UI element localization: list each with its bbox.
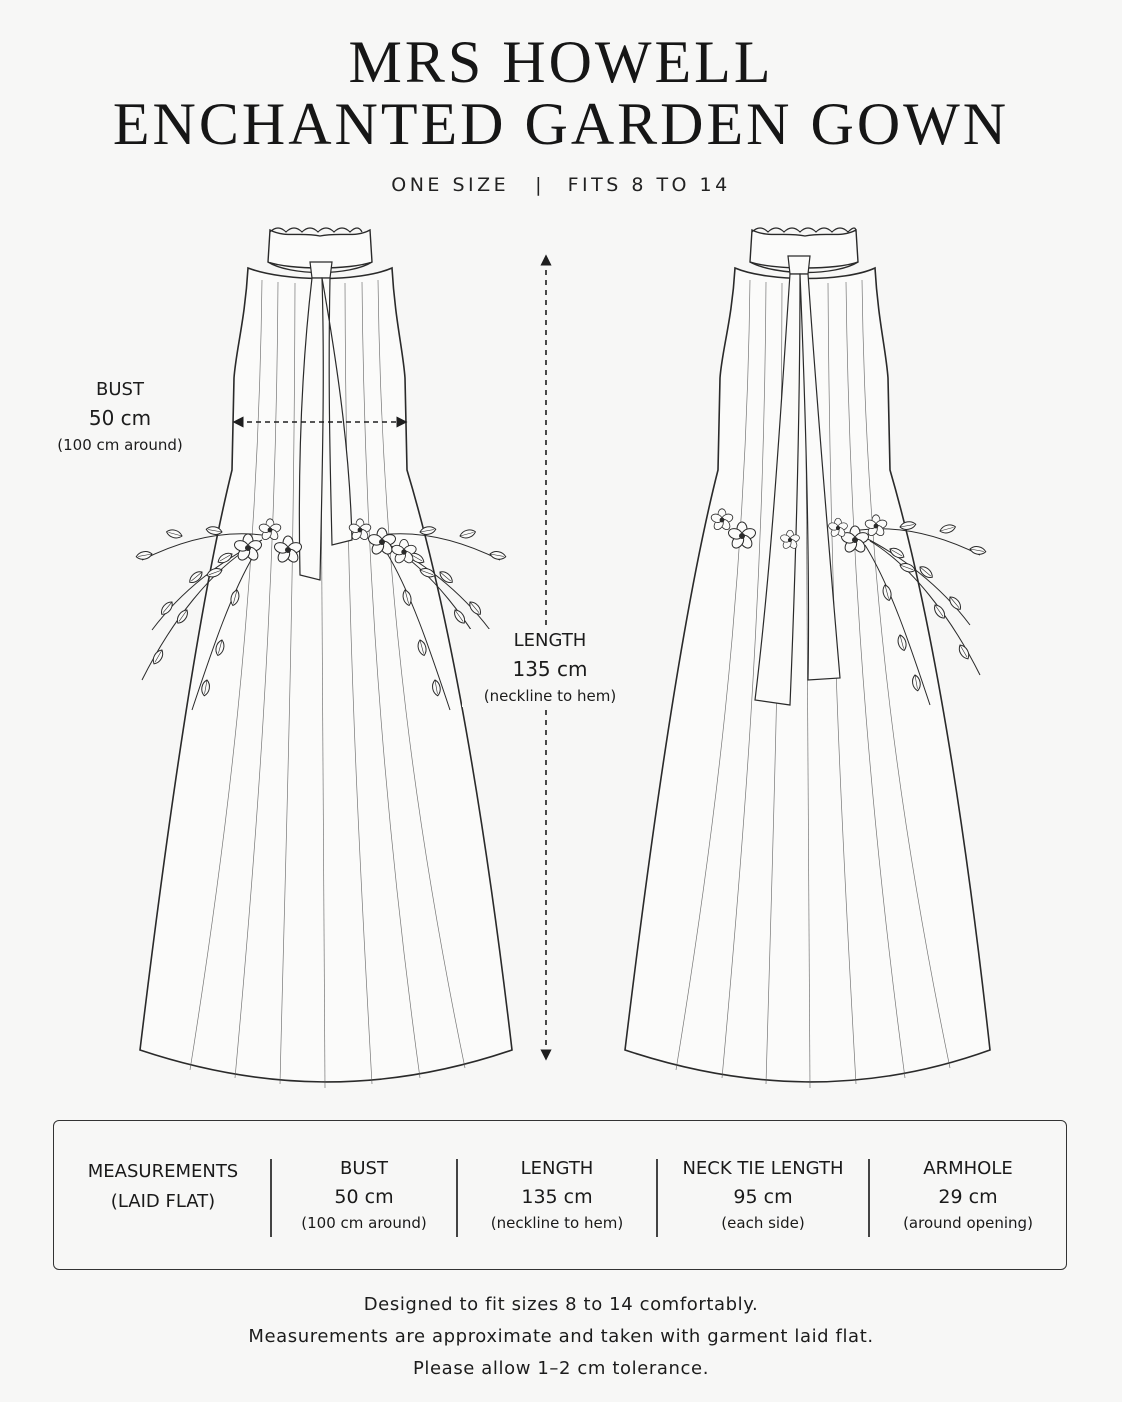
gown-front-drawing <box>136 227 513 1089</box>
table-header-line-2: (LAID FLAT) <box>110 1191 216 1212</box>
table-divider <box>868 1159 870 1237</box>
table-cell-label: NECK TIE LENGTH <box>682 1158 844 1179</box>
table-cell-bust: BUST 50 cm (100 cm around) <box>272 1121 456 1269</box>
table-cell-armhole: ARMHOLE 29 cm (around opening) <box>870 1121 1066 1269</box>
table-cell-note: (100 cm around) <box>301 1214 427 1232</box>
table-header-cell: MEASUREMENTS (LAID FLAT) <box>54 1121 272 1269</box>
table-cell-note: (around opening) <box>903 1214 1033 1232</box>
bust-callout-label: BUST <box>96 379 144 400</box>
gown-illustrations <box>0 227 991 1089</box>
fits-label: FITS 8 TO 14 <box>567 174 731 196</box>
table-divider <box>456 1159 458 1237</box>
table-cell-note: (neckline to hem) <box>490 1214 624 1232</box>
footer-line-2: Measurements are approximate and taken w… <box>248 1326 874 1347</box>
size-label: ONE SIZE <box>391 174 510 196</box>
length-callout-value: 135 cm <box>512 657 588 681</box>
bust-callout-value: 50 cm <box>88 406 152 430</box>
table-cell-value: 135 cm <box>521 1186 593 1208</box>
table-cell-label: LENGTH <box>520 1158 594 1179</box>
table-cell-label: BUST <box>340 1158 388 1179</box>
footer-line-1: Designed to fit sizes 8 to 14 comfortabl… <box>363 1294 759 1315</box>
table-cell-value: 50 cm <box>334 1186 394 1208</box>
measurements-table: MEASUREMENTS (LAID FLAT) BUST 50 cm (100… <box>53 1120 1067 1270</box>
footer-line-3: Please allow 1–2 cm tolerance. <box>412 1358 710 1379</box>
bust-callout: BUST 50 cm (100 cm around) <box>40 378 200 456</box>
table-cell-value: 29 cm <box>938 1186 998 1208</box>
title-line-2: ENCHANTED GARDEN GOWN <box>112 91 1010 157</box>
table-cell-value: 95 cm <box>733 1186 793 1208</box>
subtitle-separator: | <box>535 174 542 196</box>
length-callout-note: (neckline to hem) <box>483 687 617 705</box>
table-cell-note: (each side) <box>721 1214 805 1232</box>
table-header-line-1: MEASUREMENTS <box>87 1161 239 1182</box>
bust-callout-note: (100 cm around) <box>57 436 183 454</box>
table-divider <box>270 1159 272 1237</box>
gown-back-drawing <box>624 227 991 1089</box>
title-line-1: MRS HOWELL <box>348 29 774 95</box>
table-cell-label: ARMHOLE <box>923 1158 1013 1179</box>
length-callout: LENGTH 135 cm (neckline to hem) <box>462 629 638 707</box>
table-divider <box>656 1159 658 1237</box>
table-cell-length: LENGTH 135 cm (neckline to hem) <box>458 1121 656 1269</box>
length-callout-label: LENGTH <box>513 630 587 651</box>
subtitle: ONE SIZE | FITS 8 TO 14 <box>0 174 1122 196</box>
table-cell-neck-tie: NECK TIE LENGTH 95 cm (each side) <box>658 1121 868 1269</box>
